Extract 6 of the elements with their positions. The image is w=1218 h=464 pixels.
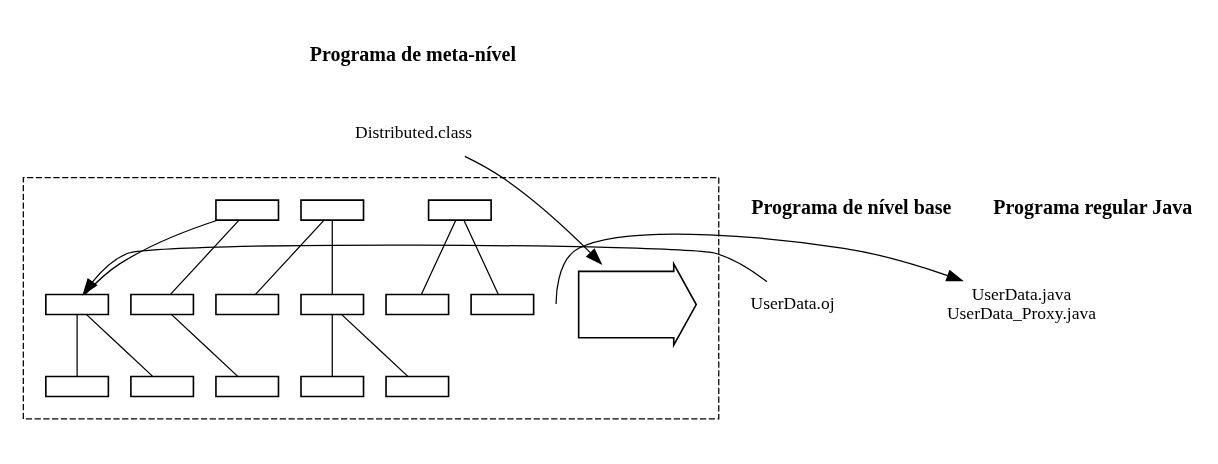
node-text: UserData.oj <box>750 293 835 314</box>
node-text: Distributed.class <box>355 122 473 143</box>
label: Programa regular Java <box>993 195 1193 218</box>
label: Programa de nível base <box>751 195 952 218</box>
node-text: UserData.java UserData_Proxy.java <box>946 283 1096 323</box>
label: Programa de meta-nível <box>309 43 516 66</box>
